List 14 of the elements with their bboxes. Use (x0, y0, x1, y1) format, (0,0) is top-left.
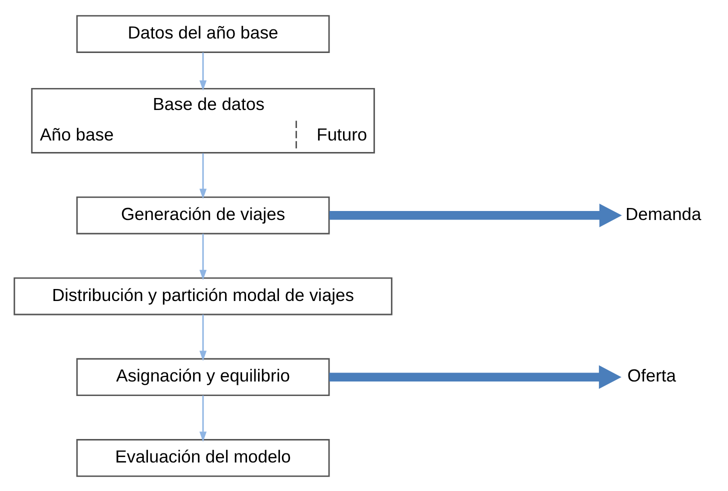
node-box: Asignación y equilibrio (76, 358, 330, 396)
node-box: Distribución y partición modal de viajes (14, 276, 392, 315)
arrow (199, 394, 207, 442)
node-box: Generación de viajes (76, 196, 330, 234)
arrow (199, 152, 207, 199)
arrow (199, 233, 207, 280)
node-box: Evaluación del modelo (76, 438, 330, 476)
arrow (199, 314, 207, 360)
arrow (329, 203, 622, 227)
node-text: Demanda (625, 203, 702, 224)
arrow (199, 52, 207, 90)
node-text: Oferta (627, 365, 676, 386)
arrow (329, 364, 622, 388)
node-box: Datos del año base (76, 14, 330, 52)
